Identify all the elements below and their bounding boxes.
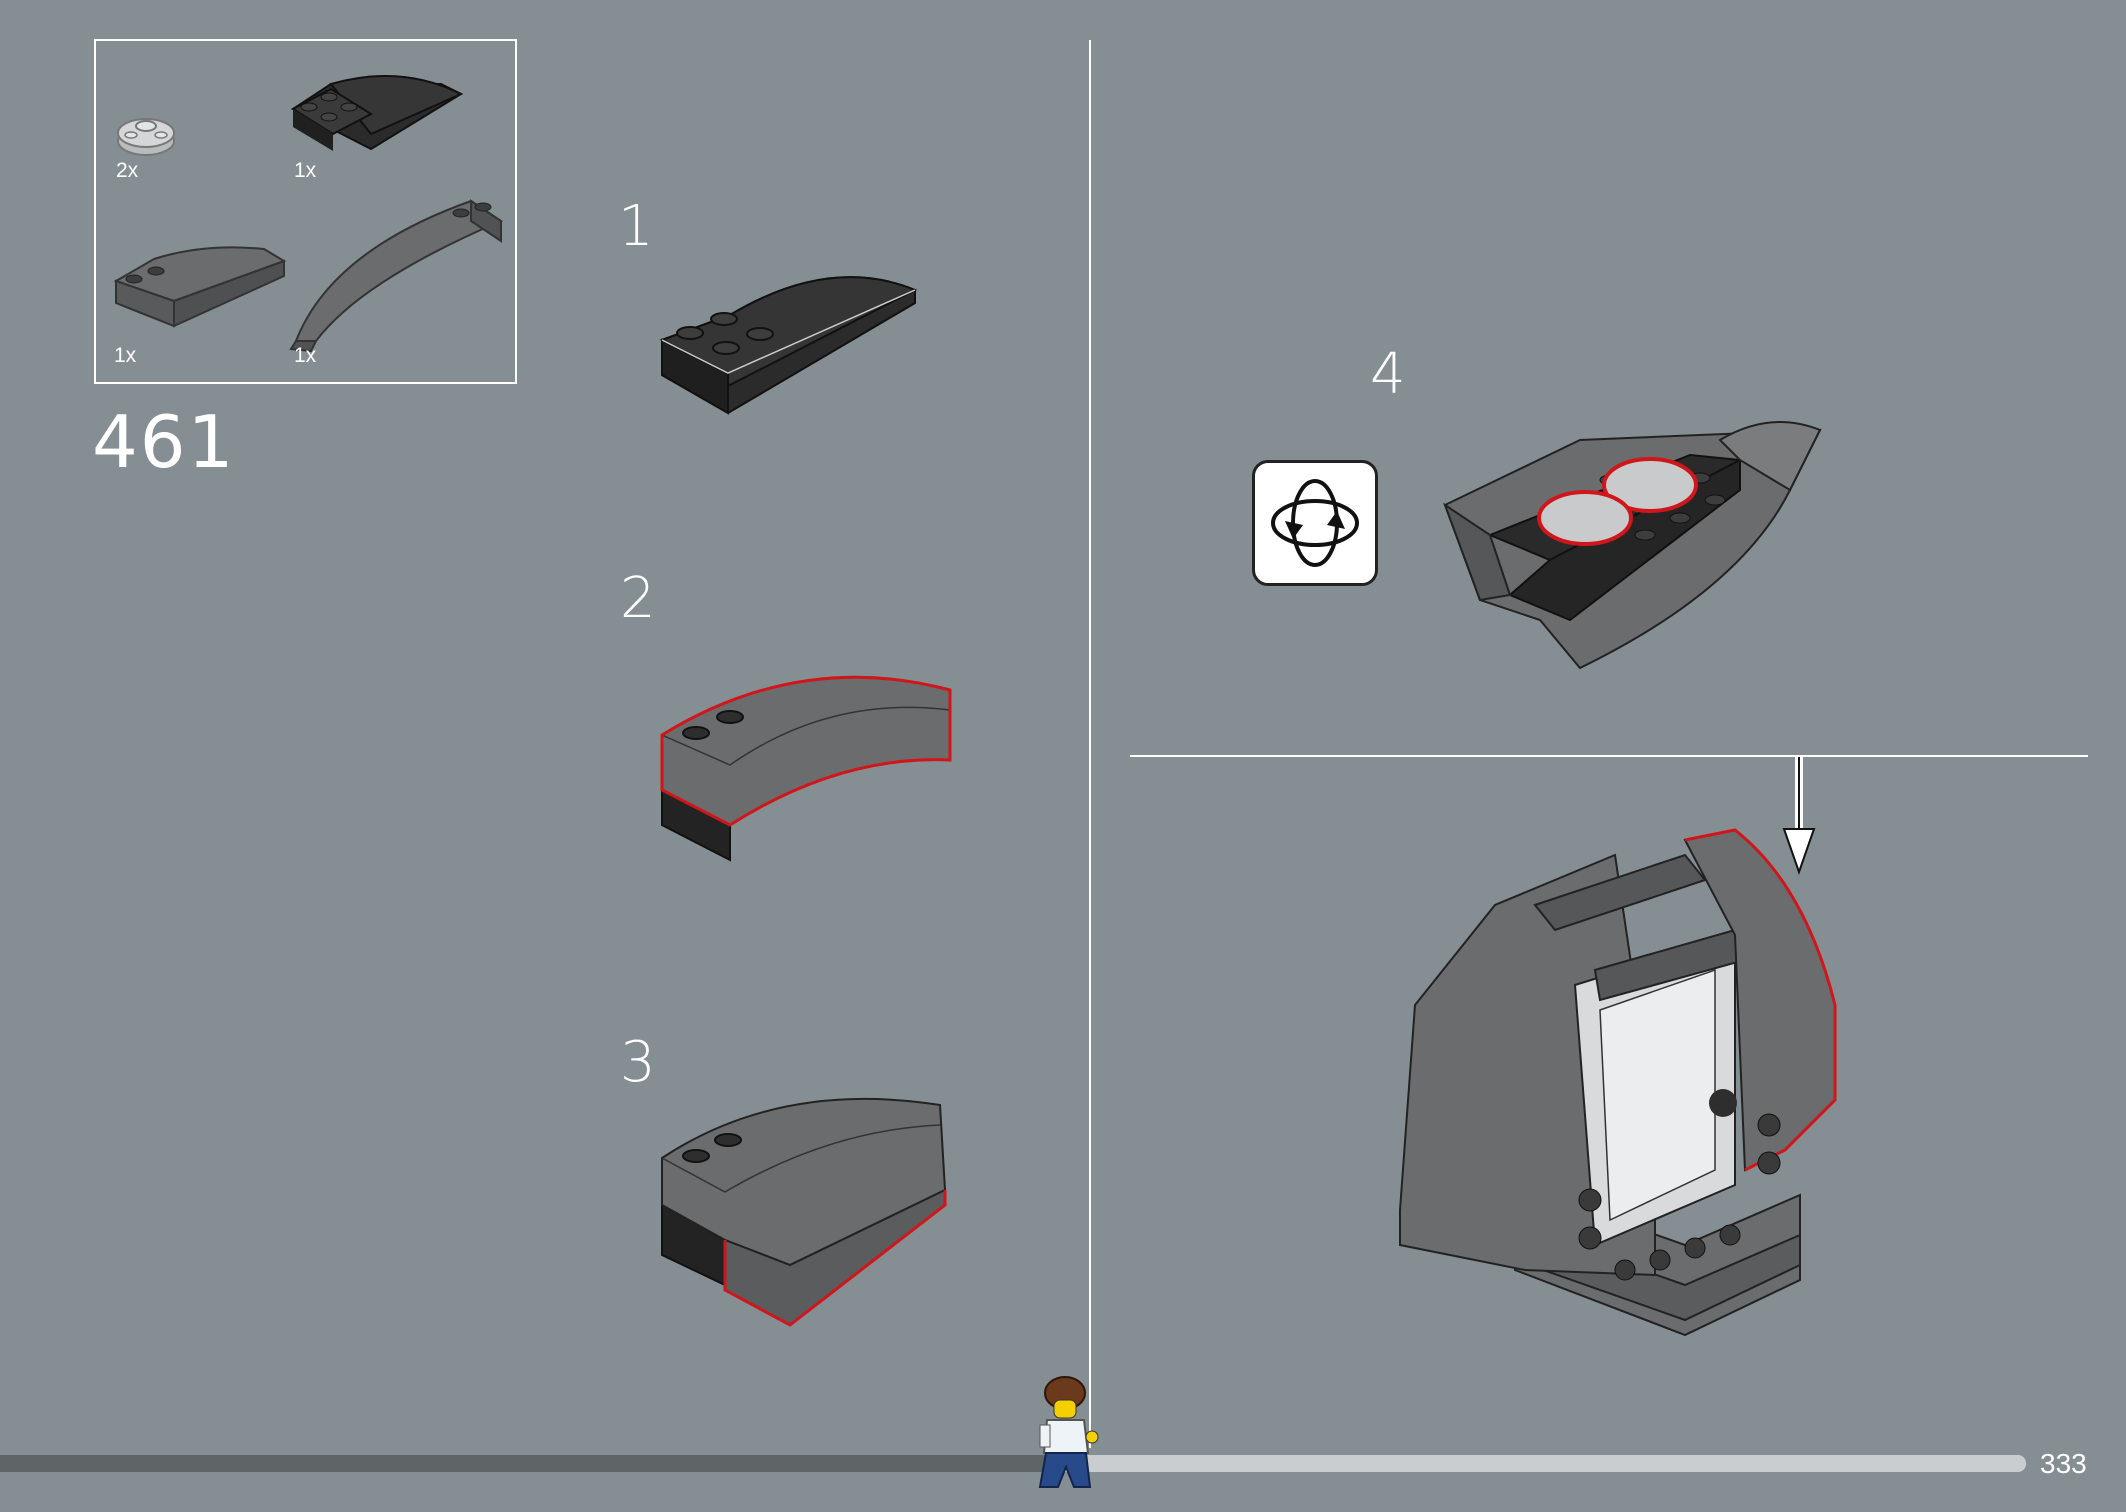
part-qty-label: 1x: [294, 159, 317, 182]
step-4-model-top-illustration: [1443, 421, 1822, 670]
step-number: 1: [618, 194, 654, 259]
round-plate-part-icon: [117, 118, 175, 156]
step-1-black-slope-illustration: [659, 276, 918, 415]
part-qty-label: 2x: [116, 159, 139, 182]
rotate-model-icon: [1252, 460, 1378, 586]
step-3-wedge-assembly-illustration: [661, 1097, 947, 1327]
parts-callout-box: 2x 1x 1x 1x: [94, 39, 517, 384]
page-number: 333: [2040, 1448, 2087, 1479]
build-step-number: 461: [92, 400, 236, 484]
step-number: 4: [1370, 342, 1406, 407]
assembled-model-illustration: [1399, 828, 1837, 1337]
placement-arrow-icon: [1782, 757, 1816, 876]
step-2-curved-slope-illustration: [660, 675, 952, 862]
section-divider: [1130, 755, 2088, 757]
step-number: 2: [620, 566, 656, 631]
part-qty-label: 1x: [294, 344, 317, 367]
black-curved-slope-part-icon: [290, 75, 464, 151]
minifigure-progress-icon: [1038, 1376, 1099, 1488]
wedge-part-icon: [113, 246, 287, 328]
progress-fill: [0, 1455, 1054, 1472]
step-number: 3: [620, 1030, 656, 1095]
part-qty-label: 1x: [114, 344, 137, 367]
page-divider: [1089, 40, 1091, 1448]
long-curved-slope-part-icon: [289, 199, 504, 353]
